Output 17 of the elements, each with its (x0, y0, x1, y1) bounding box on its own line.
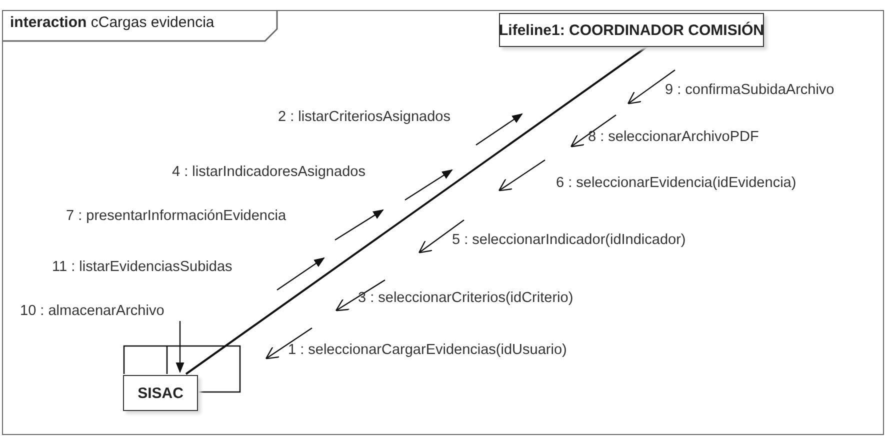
message-label: 6 : seleccionarEvidencia(idEvidencia) (556, 174, 796, 192)
message-label: 1 : seleccionarCargarEvidencias(idUsuario) (288, 341, 567, 359)
message-label: 4 : listarIndicadoresAsignados (172, 163, 366, 181)
lifeline-box: Lifeline1: COORDINADOR COMISIÓN (499, 13, 764, 47)
message-label: 7 : presentarInformaciónEvidencia (66, 207, 286, 225)
message-label: 3 : seleccionarCriterios(idCriterio) (358, 289, 574, 307)
message-label: 10 : almacenarArchivo (20, 302, 164, 320)
message-label: 11 : listarEvidenciasSubidas (52, 258, 232, 276)
interaction-frame (2, 10, 884, 435)
link-line (185, 45, 649, 375)
message-label: 8 : seleccionarArchivoPDF (588, 128, 759, 146)
frame-title: interaction cCargas evidencia (9, 13, 216, 33)
message-label: 2 : listarCriteriosAsignados (278, 108, 450, 126)
object-box: SISAC (123, 375, 198, 411)
self-link (123, 345, 241, 393)
message-label: 9 : confirmaSubidaArchivo (665, 81, 834, 99)
message-label: 5 : seleccionarIndicador(idIndicador) (452, 231, 686, 249)
